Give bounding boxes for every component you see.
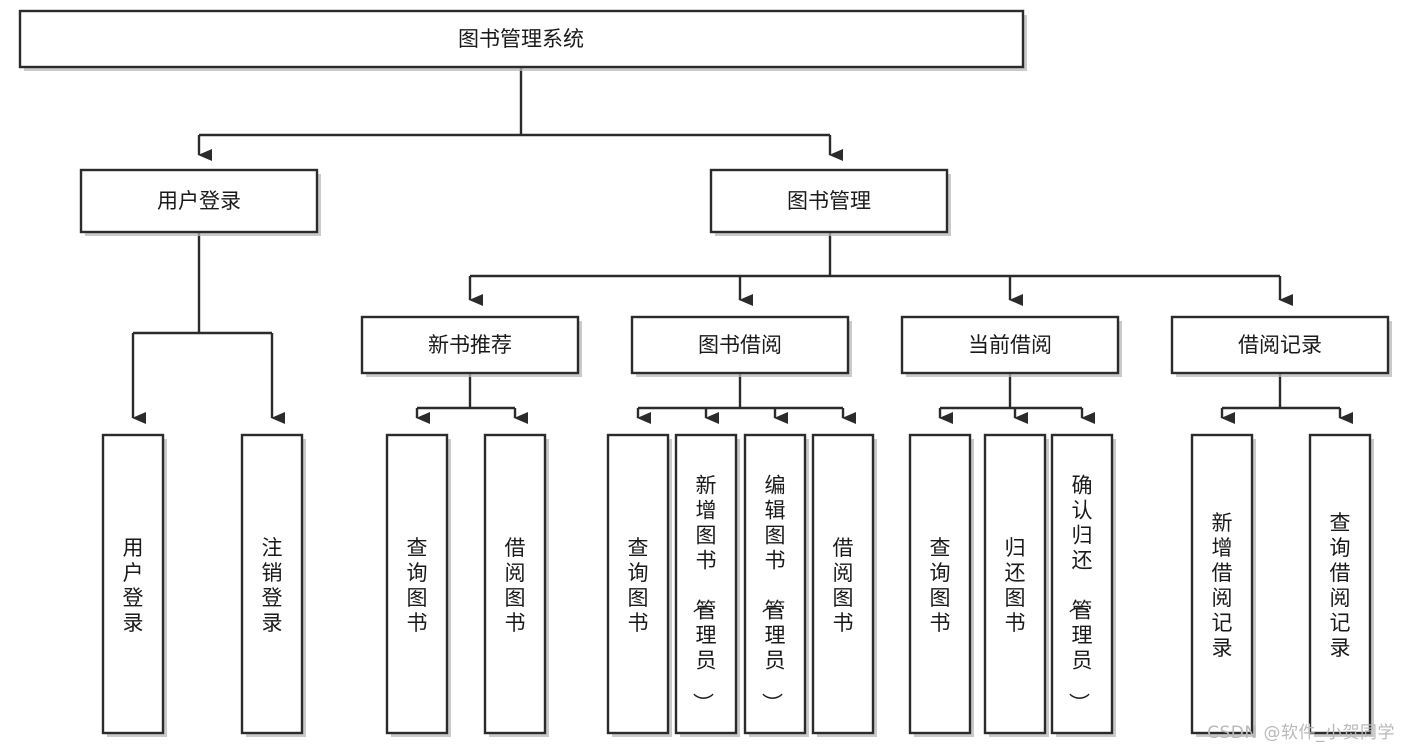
node-book-borrow[interactable]: 图书借阅 — [630, 315, 852, 377]
leaf-node[interactable]: 编辑图书（管理员） — [743, 433, 809, 737]
node-user-login-label: 用户登录 — [157, 189, 241, 213]
leaf-node-label: 用户登录 — [123, 536, 144, 635]
connector-current-borrow-to-leaves — [938, 373, 1095, 424]
leaf-node-label: 查询图书 — [930, 536, 951, 635]
csdn-watermark: CSDN @软件_小贺同学 — [1207, 723, 1395, 743]
leaf-node[interactable]: 查询图书 — [606, 433, 672, 737]
node-borrow-record-label: 借阅记录 — [1238, 333, 1322, 357]
node-book-manage[interactable]: 图书管理 — [709, 168, 951, 236]
leaf-node[interactable]: 注销登录 — [240, 433, 306, 737]
leaf-node[interactable]: 用户登录 — [101, 433, 167, 737]
node-new-book-rec-label: 新书推荐 — [428, 333, 512, 357]
connector-user-login-to-leaves — [131, 232, 285, 424]
node-book-manage-label: 图书管理 — [787, 189, 871, 213]
node-borrow-record[interactable]: 借阅记录 — [1170, 315, 1392, 377]
leaf-node[interactable]: 归还图书 — [983, 433, 1049, 737]
node-root[interactable]: 图书管理系统 — [18, 9, 1027, 71]
leaf-node-label: 归还图书 — [1005, 536, 1026, 635]
leaf-node[interactable]: 新增借阅记录 — [1190, 433, 1256, 737]
connector-layer — [131, 67, 1353, 424]
leaf-node-label: 查询图书 — [407, 536, 428, 635]
node-new-book-rec[interactable]: 新书推荐 — [360, 315, 582, 377]
leaf-node-label: 查询借阅记录 — [1330, 511, 1351, 660]
leaf-node[interactable]: 查询图书 — [385, 433, 451, 737]
leaf-node-label: 注销登录 — [262, 536, 283, 635]
leaf-node-label: 查询图书 — [628, 536, 649, 635]
node-book-borrow-label: 图书借阅 — [698, 333, 782, 357]
leaf-node-label: 借阅图书 — [833, 536, 854, 635]
leaf-node[interactable]: 新增图书（管理员） — [674, 433, 740, 737]
connector-root-to-level2 — [197, 67, 843, 161]
leaf-node[interactable]: 查询借阅记录 — [1308, 433, 1374, 737]
leaf-node[interactable]: 查询图书 — [908, 433, 974, 737]
node-current-borrow-label: 当前借阅 — [968, 333, 1052, 357]
leaf-layer: 用户登录 注销登录 查询图书 借阅图书 查询图书 新增图书（管理员） 编辑图书（管理员） 借阅… — [101, 433, 1374, 737]
leaf-node[interactable]: 借阅图书 — [483, 433, 549, 737]
leaf-node[interactable]: 确认归还（管理员） — [1050, 433, 1116, 737]
leaf-node-label: 新增借阅记录 — [1212, 511, 1233, 660]
connector-borrow-record-to-leaves — [1220, 373, 1353, 424]
connector-book-manage-to-level3 — [468, 232, 1293, 306]
leaf-node[interactable]: 借阅图书 — [811, 433, 877, 737]
leaf-node-label: 确认归还（管理员） — [1067, 474, 1093, 714]
leaf-node-label: 编辑图书（管理员） — [760, 474, 786, 714]
leaf-node-label: 新增图书（管理员） — [691, 474, 717, 714]
connector-book-borrow-to-leaves — [636, 373, 856, 424]
leaf-node-label: 借阅图书 — [505, 536, 526, 635]
node-root-label: 图书管理系统 — [458, 27, 584, 51]
node-current-borrow[interactable]: 当前借阅 — [900, 315, 1122, 377]
node-user-login[interactable]: 用户登录 — [79, 168, 321, 236]
connector-new-book-rec-to-leaves — [415, 373, 528, 424]
